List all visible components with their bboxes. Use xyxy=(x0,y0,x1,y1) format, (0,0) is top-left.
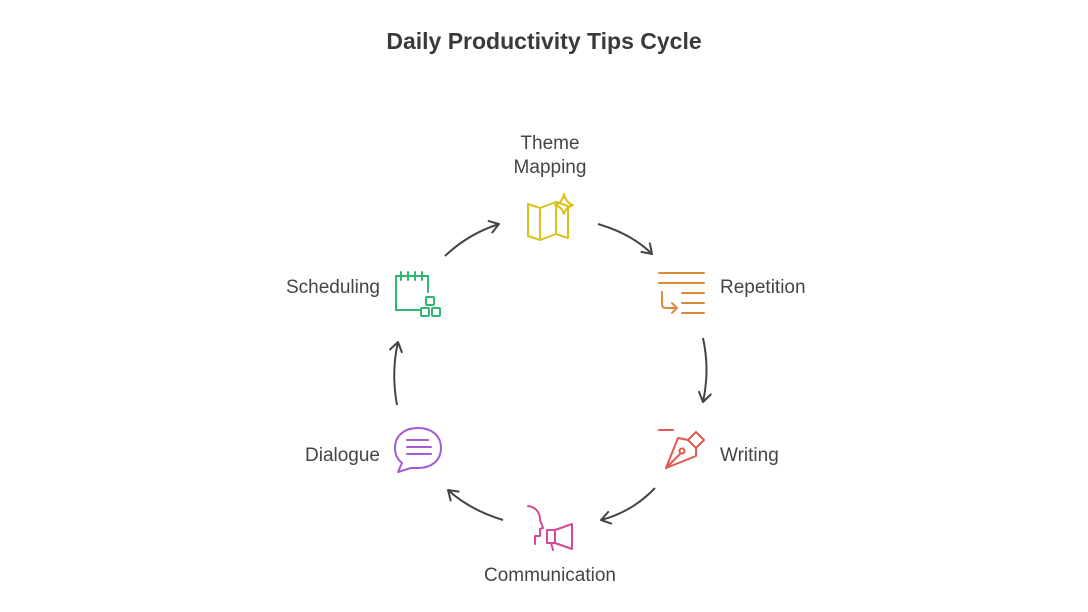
calendar-blocks-icon xyxy=(395,271,441,317)
diagram-title: Daily Productivity Tips Cycle xyxy=(386,28,702,54)
node-label-line: Communication xyxy=(484,565,616,586)
map-sparkle-icon xyxy=(527,193,574,241)
arrow-scheduling-to-theme xyxy=(444,220,500,257)
node-label-repetition: Repetition xyxy=(720,276,806,300)
arrow-theme-to-repetition xyxy=(597,223,653,255)
arrow-writing-to-communication xyxy=(600,487,656,525)
node-label-communication: Communication xyxy=(450,564,650,588)
arrow-repetition-to-writing xyxy=(698,337,712,403)
node-label-line: Theme xyxy=(520,133,580,154)
megaphone-head-icon xyxy=(527,505,573,551)
node-label-dialogue: Dialogue xyxy=(240,444,380,468)
node-label-writing: Writing xyxy=(720,444,779,468)
node-label-theme-mapping: Theme Mapping xyxy=(490,132,610,180)
arrow-dialogue-to-scheduling xyxy=(389,341,403,406)
node-label-line: Repetition xyxy=(720,277,806,298)
node-label-line: Scheduling xyxy=(285,277,380,298)
node-label-line: Dialogue xyxy=(305,445,380,466)
node-label-line: Mapping xyxy=(513,157,587,178)
arrow-communication-to-dialogue xyxy=(447,489,504,521)
speech-bubble-icon xyxy=(394,427,442,473)
node-label-scheduling: Scheduling xyxy=(220,276,380,300)
repeat-list-icon xyxy=(658,272,705,314)
node-label-line: Writing xyxy=(720,445,779,466)
pen-nib-icon xyxy=(658,429,705,469)
